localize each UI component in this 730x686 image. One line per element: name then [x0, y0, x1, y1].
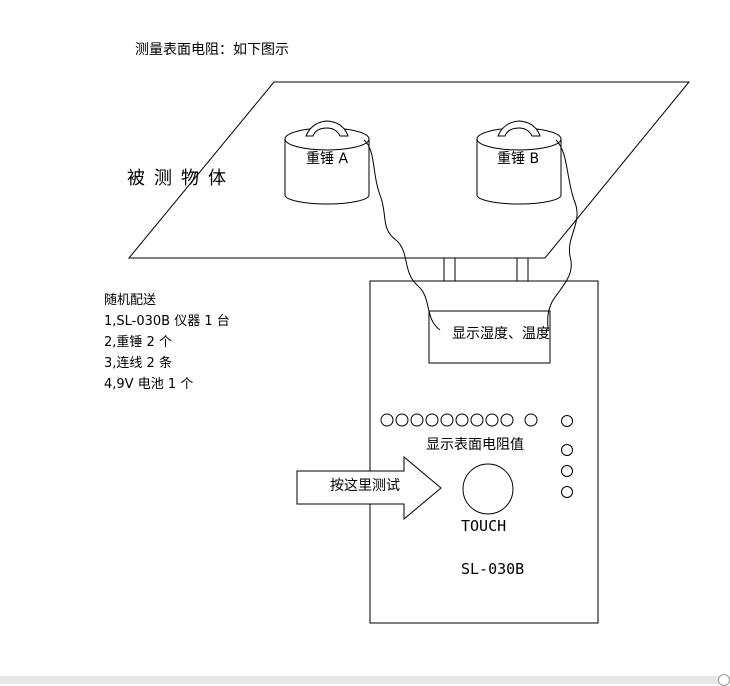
weight-a [284, 120, 370, 205]
led-indicator [470, 413, 484, 427]
scroll-handle-icon[interactable] [718, 674, 730, 686]
resistance-label: 显示表面电阻值 [426, 437, 524, 453]
connector-post-left [443, 257, 456, 282]
accessory-item: 3,连线 2 条 [104, 356, 172, 371]
led-indicator [561, 444, 573, 456]
led-indicator [561, 486, 573, 498]
wire-a [363, 139, 441, 331]
led-indicator [410, 413, 424, 427]
accessory-list: 随机配送 1,SL-030B 仪器 1 台 2,重锤 2 个 3,连线 2 条 … [104, 290, 230, 395]
led-indicator [395, 413, 409, 427]
touch-label: TOUCH [461, 517, 507, 535]
model-label: SL-030B [461, 560, 525, 578]
accessory-item: 4,9V 电池 1 个 [104, 377, 194, 392]
object-plate [127, 81, 691, 259]
display-window [428, 310, 551, 364]
diagram-heading: 测量表面电阻：如下图示 [135, 42, 289, 58]
led-indicator [561, 415, 573, 427]
weight-b [476, 120, 562, 205]
led-indicator [425, 413, 439, 427]
led-indicator [380, 413, 394, 427]
display-label: 显示湿度、温度 [452, 326, 550, 342]
led-indicator [455, 413, 469, 427]
led-column [561, 415, 573, 498]
led-row [380, 413, 538, 427]
touch-button[interactable] [462, 463, 514, 515]
wire-b [547, 139, 578, 331]
arrow-right-icon [296, 455, 442, 521]
led-indicator [524, 413, 538, 427]
led-indicator [440, 413, 454, 427]
connector-post-right [516, 257, 529, 282]
bottom-scrollbar[interactable] [0, 676, 730, 684]
weight-a-label: 重锤 A [306, 151, 349, 167]
accessory-item: 1,SL-030B 仪器 1 台 [104, 314, 230, 329]
accessory-item: 2,重锤 2 个 [104, 335, 172, 350]
led-indicator [485, 413, 499, 427]
weight-b-label: 重锤 B [497, 151, 540, 167]
object-label: 被测物体 [127, 168, 235, 189]
press-here-label: 按这里测试 [330, 478, 400, 494]
led-indicator [500, 413, 514, 427]
accessory-list-title: 随机配送 [104, 293, 157, 308]
led-indicator [561, 465, 573, 477]
